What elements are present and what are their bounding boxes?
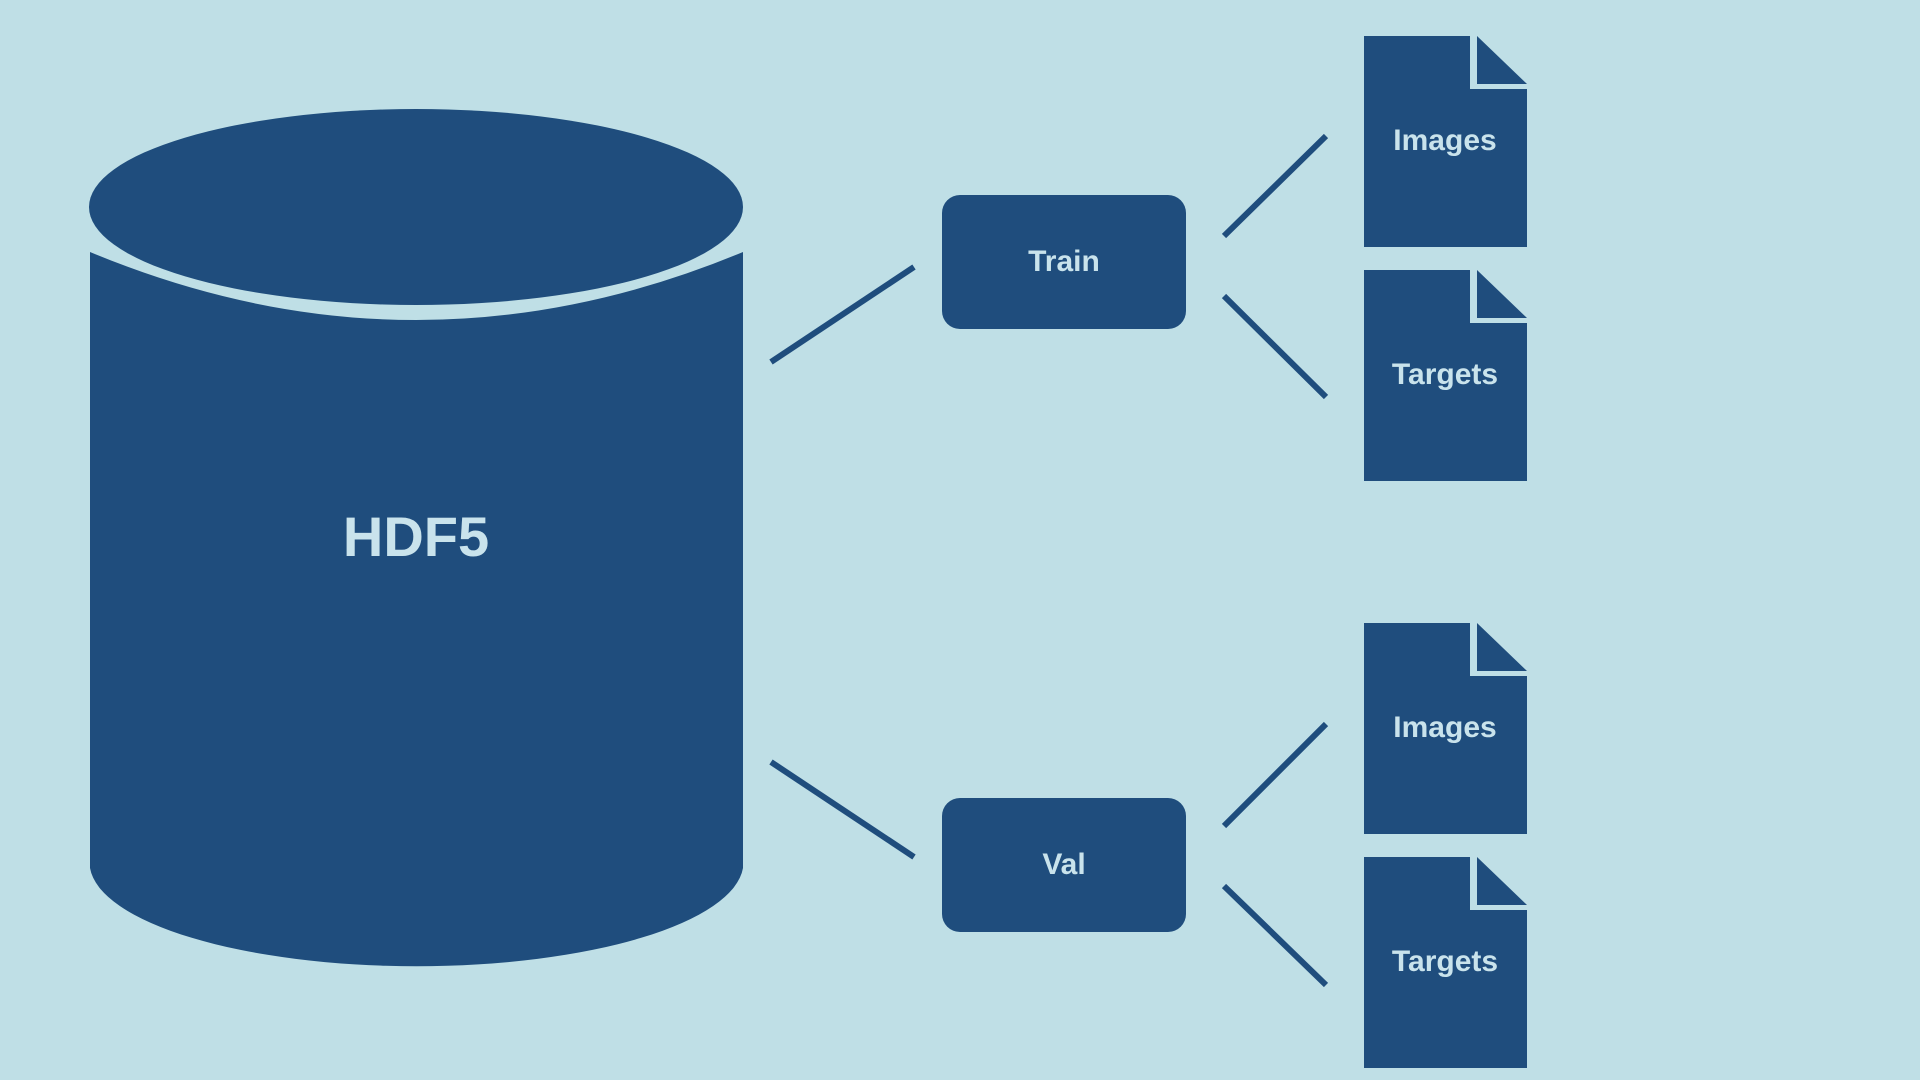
train-box [942, 195, 1186, 329]
file-label: Images [1393, 711, 1496, 744]
cylinder-database-icon [90, 252, 743, 967]
document-icon [1364, 857, 1527, 1068]
connector-train-targets [1221, 293, 1329, 400]
document-fold-icon [1477, 623, 1527, 671]
val-box [942, 798, 1186, 932]
connector-val-images [1221, 721, 1329, 829]
file-label: Images [1393, 124, 1496, 157]
train-images-file: Images [1364, 36, 1527, 247]
val-images-file: Images [1364, 623, 1527, 834]
connector-db-val [769, 759, 916, 860]
cylinder-top [89, 109, 743, 305]
file-label: Targets [1392, 945, 1498, 978]
connector-val-targets [1221, 883, 1329, 988]
document-icon [1364, 623, 1527, 834]
document-fold-icon [1477, 857, 1527, 905]
document-fold-icon [1477, 270, 1527, 318]
database-label: HDF5 [343, 505, 489, 568]
val-targets-file: Targets [1364, 857, 1527, 1068]
val-group: Val Images Targets [942, 623, 1527, 1068]
file-label: Targets [1392, 358, 1498, 391]
connector-db-train [769, 264, 916, 365]
train-group: Train Images Targets [942, 36, 1527, 481]
val-label: Val [1042, 848, 1085, 881]
document-fold-icon [1477, 36, 1527, 84]
document-icon [1364, 36, 1527, 247]
hdf5-database: HDF5 [89, 109, 743, 967]
train-label: Train [1028, 245, 1100, 278]
connector-train-images [1221, 133, 1329, 239]
train-targets-file: Targets [1364, 270, 1527, 481]
document-icon [1364, 270, 1527, 481]
